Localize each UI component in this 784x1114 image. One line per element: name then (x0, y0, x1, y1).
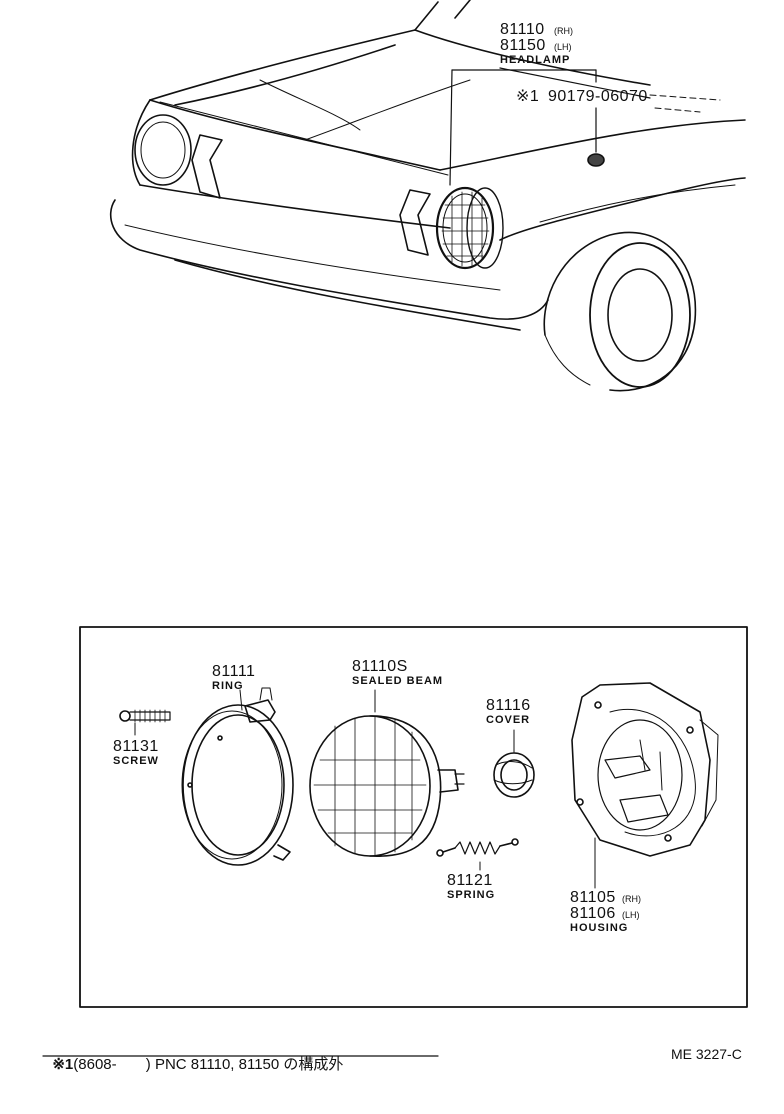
housing-lh-number: 81106 (570, 905, 616, 922)
cover-number: 81116 (486, 697, 531, 714)
sealed-beam-number: 81110S (352, 658, 408, 675)
cover-part (493, 729, 535, 798)
pnc-rh-suffix: (RH) (554, 26, 573, 36)
spring-number: 81121 (447, 872, 493, 889)
cover-callout: 81116 COVER (486, 697, 531, 726)
headlamp-callout: 81110 (RH) 81150 (LH) HEADLAMP (500, 21, 573, 66)
screw-part (119, 709, 171, 723)
housing-rh-number: 81105 (570, 889, 616, 906)
housing-caption: HOUSING (570, 922, 628, 934)
figure-code: ME 3227-C (671, 1046, 742, 1062)
cover-caption: COVER (486, 714, 530, 726)
pnc-lh-suffix: (LH) (554, 42, 572, 52)
housing-callout: 81105 (RH) 81106 (LH) HOUSING (570, 889, 641, 934)
ring-callout: 81111 RING (212, 663, 255, 692)
ring-part (181, 687, 294, 866)
headlamp-leader (449, 67, 651, 186)
pnc-rh: 81110 (500, 21, 545, 38)
screw-callout: 81131 SCREW (113, 738, 159, 767)
exploded-view-frame (79, 626, 748, 1008)
screw-number: 81131 (113, 738, 159, 755)
spring-callout: 81121 SPRING (447, 872, 495, 901)
spring-caption: SPRING (447, 889, 495, 901)
sealed-beam-caption: SEALED BEAM (352, 675, 443, 687)
footer-note-text: (8608- ) PNC 81110, 81150 の構成外 (73, 1056, 344, 1073)
housing-rh-suffix: (RH) (622, 894, 641, 904)
clip-callout: ※1 90179-06070 (516, 88, 648, 105)
sealed-beam-part (309, 689, 465, 857)
exploded-leaders (134, 722, 481, 871)
spring-part (436, 838, 519, 857)
housing-lh-suffix: (LH) (622, 910, 640, 920)
screw-caption: SCREW (113, 755, 159, 767)
clip-part-number: 90179-06070 (548, 88, 648, 105)
ring-number: 81111 (212, 663, 255, 680)
headlamp-caption: HEADLAMP (500, 54, 570, 66)
footer-note: ※1(8608- ) PNC 81110, 81150 の構成外 (44, 1036, 343, 1074)
sealed-beam-callout: 81110S SEALED BEAM (352, 658, 443, 687)
clip-mark: ※1 (516, 88, 539, 105)
footer-note-mark: ※1 (52, 1056, 74, 1073)
housing-part (571, 682, 719, 889)
pnc-lh: 81150 (500, 37, 546, 54)
ring-caption: RING (212, 680, 244, 692)
car-illustration (110, 0, 746, 392)
